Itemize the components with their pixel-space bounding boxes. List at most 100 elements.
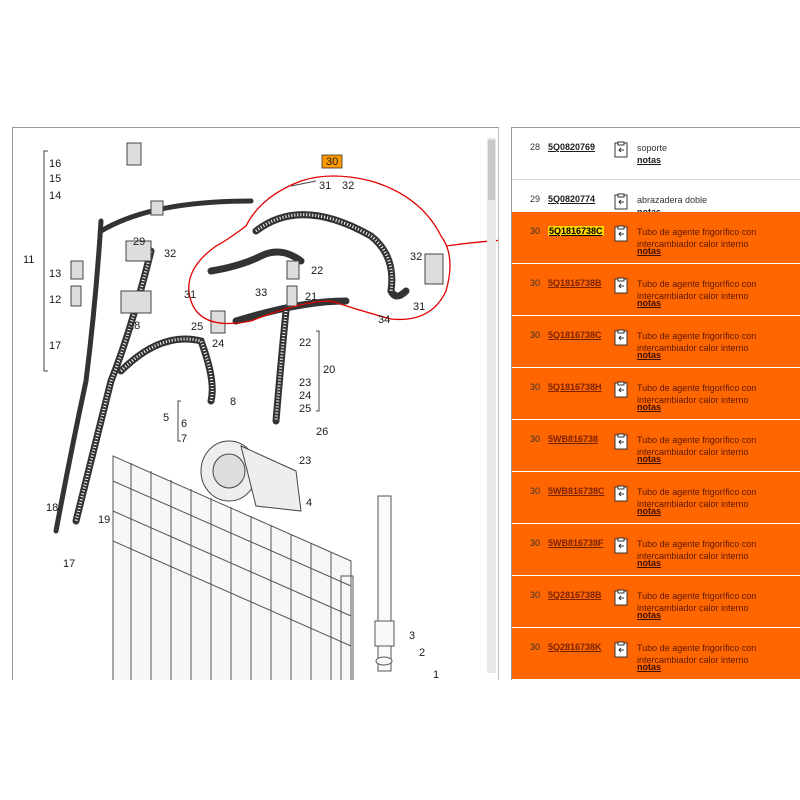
part-row[interactable]: 30 5WB816738C Tubo de agente frigorífico… <box>512 472 800 524</box>
part-row[interactable]: 28 5Q0820769 soporte notas <box>512 128 800 180</box>
callout-32b: 32 <box>164 248 176 260</box>
part-number-link[interactable]: 5Q0820769 <box>548 142 596 152</box>
diagram-scrollbar[interactable] <box>487 138 496 673</box>
callout-12: 12 <box>49 294 61 306</box>
callout-7: 7 <box>181 433 187 445</box>
callout-17b: 17 <box>63 558 75 570</box>
part-row[interactable]: 30 5Q1816738C Tubo de agente frigorífico… <box>512 212 800 264</box>
notes-link[interactable]: notas <box>637 350 662 360</box>
callout-31: 31 <box>319 180 331 192</box>
condenser-drawing <box>112 455 354 680</box>
position-number: 30 <box>530 434 541 444</box>
part-number-link[interactable]: 5WB816738 <box>548 434 599 444</box>
callout-32: 32 <box>342 180 354 192</box>
callout-29: 29 <box>133 236 145 248</box>
part-description: abrazadera doble <box>637 195 708 205</box>
part-row[interactable]: 30 5Q2816738K Tubo de agente frigorífico… <box>512 628 800 680</box>
part-row[interactable]: 30 5Q2816738B Tubo de agente frigorífico… <box>512 576 800 628</box>
callout-16: 16 <box>49 158 61 170</box>
callout-layer: 30 31 32 16 15 14 11 13 12 17 29 32 28 3… <box>23 154 439 680</box>
callout-3: 3 <box>409 630 415 642</box>
callout-26: 26 <box>316 426 328 438</box>
part-number-link[interactable]: 5WB816738C <box>548 486 605 496</box>
add-to-cart-icon[interactable] <box>614 432 628 450</box>
callout-19: 19 <box>98 514 110 526</box>
callout-6: 6 <box>181 418 187 430</box>
callout-18: 18 <box>46 502 58 514</box>
part-number-link[interactable]: 5Q0820774 <box>548 194 596 204</box>
callout-1: 1 <box>433 669 439 680</box>
position-number: 30 <box>530 590 541 600</box>
part-description: soporte <box>637 143 668 153</box>
callout-8: 8 <box>230 396 236 408</box>
callout-14: 14 <box>49 190 61 202</box>
callout-24b: 24 <box>299 390 311 402</box>
part-number-link[interactable]: 5Q1816738B <box>548 278 602 288</box>
add-to-cart-icon[interactable] <box>614 380 628 398</box>
part-number-link[interactable]: 5Q1816738C <box>548 330 602 340</box>
callout-20: 20 <box>323 364 335 376</box>
part-description: Tubo de agente frigorífico con intercamb… <box>637 279 757 301</box>
add-to-cart-icon[interactable] <box>614 536 628 554</box>
part-row[interactable]: 30 5WB816738 Tubo de agente frigorífico … <box>512 420 800 472</box>
part-number-link[interactable]: 5Q1816738C <box>548 226 604 236</box>
part-number-link[interactable]: 5Q2816738B <box>548 590 602 600</box>
notes-link[interactable]: notas <box>637 246 662 256</box>
part-description: Tubo de agente frigorífico con intercamb… <box>637 383 757 405</box>
callout-13: 13 <box>49 268 61 280</box>
diagram-canvas <box>43 142 498 680</box>
receiver-drier-drawing <box>374 495 395 672</box>
position-number: 30 <box>530 486 541 496</box>
notes-link[interactable]: notas <box>637 662 662 672</box>
part-number-link[interactable]: 5Q1816738H <box>548 382 602 392</box>
position-number: 30 <box>530 642 541 652</box>
part-description: Tubo de agente frigorífico con intercamb… <box>637 487 757 509</box>
callout-31b: 31 <box>184 289 196 301</box>
callout-23b: 23 <box>299 455 311 467</box>
red-annotation <box>188 175 498 325</box>
add-to-cart-icon[interactable] <box>614 276 628 294</box>
notes-link[interactable]: notas <box>637 610 662 620</box>
compressor-drawing <box>200 440 302 512</box>
notes-link[interactable]: notas <box>637 506 662 516</box>
add-to-cart-icon[interactable] <box>614 328 628 346</box>
position-number: 30 <box>530 538 541 548</box>
add-to-cart-icon[interactable] <box>614 224 628 242</box>
notes-link[interactable]: notas <box>637 155 662 165</box>
part-row[interactable]: 30 5Q1816738B Tubo de agente frigorífico… <box>512 264 800 316</box>
callout-34: 34 <box>378 314 390 326</box>
callout-22: 22 <box>311 265 323 277</box>
add-to-cart-icon[interactable] <box>614 640 628 658</box>
part-number-link[interactable]: 5WB816738F <box>548 538 604 548</box>
part-row[interactable]: 30 5Q1816738C Tubo de agente frigorífico… <box>512 316 800 368</box>
add-to-cart-icon[interactable] <box>614 140 628 158</box>
notes-link[interactable]: notas <box>637 402 662 412</box>
part-row[interactable]: 30 5WB816738F Tubo de agente frigorífico… <box>512 524 800 576</box>
notes-link[interactable]: notas <box>637 298 662 308</box>
add-to-cart-icon[interactable] <box>614 484 628 502</box>
notes-link[interactable]: notas <box>637 454 662 464</box>
notes-link[interactable]: notas <box>637 558 662 568</box>
parts-list: 28 5Q0820769 soporte notas 29 5Q0820774 … <box>511 127 800 680</box>
fittings-drawing <box>70 142 444 334</box>
bracket-lines <box>43 150 320 442</box>
callout-2: 2 <box>419 647 425 659</box>
callout-31c: 31 <box>413 301 425 313</box>
part-description: Tubo de agente frigorífico con intercamb… <box>637 435 757 457</box>
parts-diagram[interactable]: 30 31 32 16 15 14 11 13 12 17 29 32 28 3… <box>12 127 499 680</box>
add-to-cart-icon[interactable] <box>614 192 628 210</box>
callout-24: 24 <box>212 338 224 350</box>
callout-4: 4 <box>306 497 312 509</box>
scroll-thumb[interactable] <box>488 140 495 200</box>
callout-17: 17 <box>49 340 61 352</box>
part-description: Tubo de agente frigorífico con intercamb… <box>637 227 757 249</box>
part-description: Tubo de agente frigorífico con intercamb… <box>637 643 757 665</box>
position-number: 28 <box>530 142 541 152</box>
add-to-cart-icon[interactable] <box>614 588 628 606</box>
part-row[interactable]: 30 5Q1816738H Tubo de agente frigorífico… <box>512 368 800 420</box>
callout-30-selected: 30 <box>326 156 338 168</box>
position-number: 30 <box>530 226 541 236</box>
callout-33: 33 <box>255 287 267 299</box>
callout-25b: 25 <box>299 403 311 415</box>
part-number-link[interactable]: 5Q2816738K <box>548 642 602 652</box>
